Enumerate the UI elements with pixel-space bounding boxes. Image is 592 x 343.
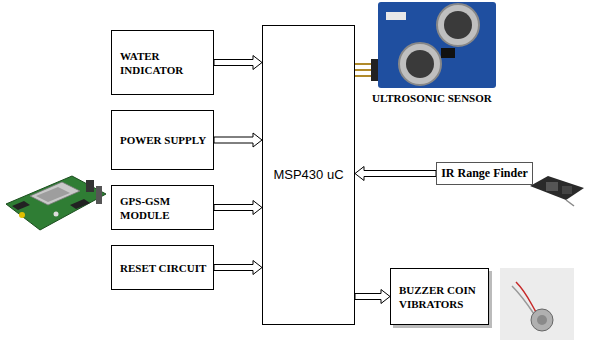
box-label: BUZZER COIN VIBRATORS <box>391 283 488 311</box>
ir-sensor-picture <box>530 176 584 206</box>
hollow-arrow <box>214 261 262 275</box>
hollow-arrow <box>214 133 262 147</box>
input-box: WATER INDICATOR <box>111 30 214 95</box>
text-wrap: IR Range Finder <box>438 166 531 181</box>
ultrasonic-sensor-picture <box>355 2 496 88</box>
box-label: GPS-GSM MODULE <box>112 194 213 222</box>
box-label: RESET CIRCUIT <box>112 261 212 275</box>
sensor-box: IR Range Finder <box>436 162 533 185</box>
output-box: BUZZER COIN VIBRATORS <box>390 268 489 325</box>
text-wrap: WATER INDICATOR <box>112 49 213 77</box>
hollow-arrow <box>214 56 262 70</box>
text-wrap: MSP430 uC <box>269 167 347 183</box>
coin-vibrator-picture <box>500 268 574 340</box>
hollow-arrow <box>355 290 390 304</box>
hollow-arrow <box>355 167 436 181</box>
input-box: POWER SUPPLY <box>111 110 214 170</box>
microcontroller-box: MSP430 uC <box>262 25 355 325</box>
hollow-arrow <box>214 201 262 215</box>
input-box: GPS-GSM MODULE <box>111 185 214 230</box>
box-label: IR Range Finder <box>438 166 531 181</box>
text-wrap: POWER SUPPLY <box>112 133 212 147</box>
text-wrap: BUZZER COIN VIBRATORS <box>391 283 488 311</box>
text-wrap: RESET CIRCUIT <box>112 261 212 275</box>
part-label: ULTROSONIC SENSOR <box>372 92 492 105</box>
gsm-board-picture <box>6 176 106 230</box>
box-label: WATER INDICATOR <box>112 49 213 77</box>
input-box: RESET CIRCUIT <box>111 245 214 290</box>
text-wrap: GPS-GSM MODULE <box>112 194 213 222</box>
box-label: POWER SUPPLY <box>112 133 212 147</box>
box-label: MSP430 uC <box>269 167 347 183</box>
